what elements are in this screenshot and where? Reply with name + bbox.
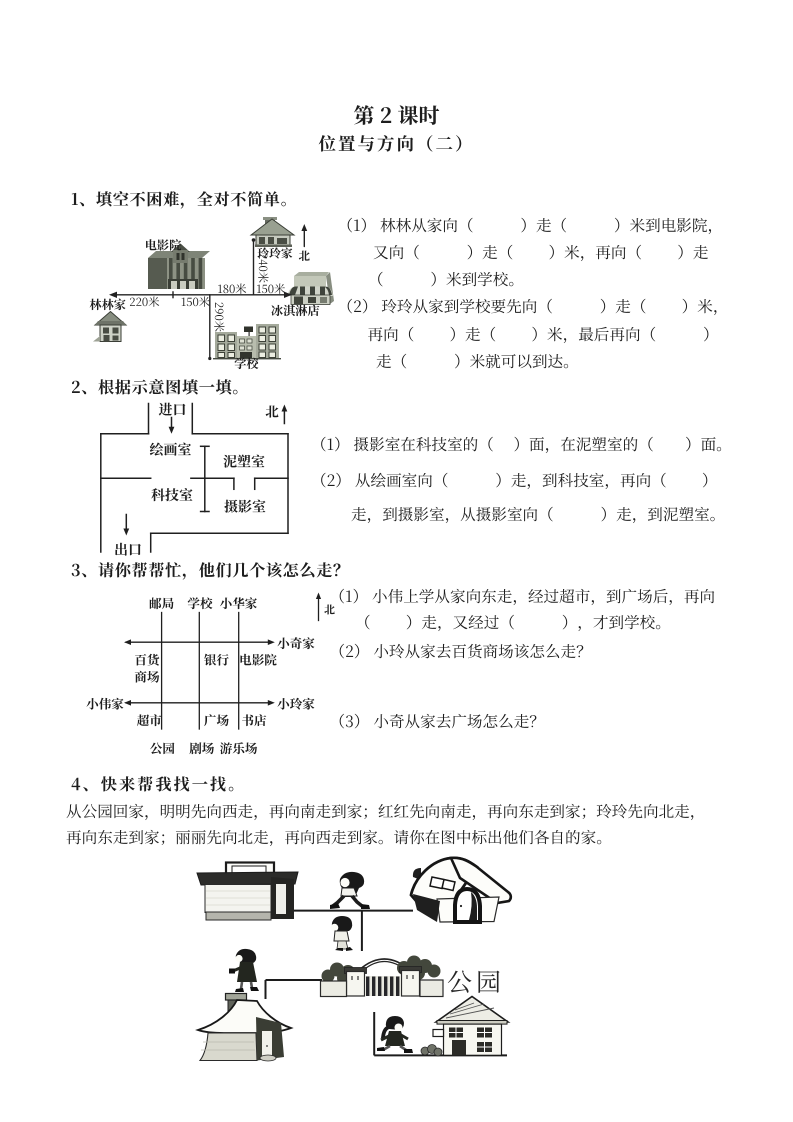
svg-text:邮局: 邮局 (149, 593, 175, 612)
svg-text:出口: 出口 (114, 540, 142, 560)
svg-text:小华家: 小华家 (220, 593, 258, 612)
svg-text:北: 北 (265, 401, 279, 421)
svg-text:150米: 150米 (181, 294, 210, 310)
svg-text:游乐场: 游乐场 (220, 738, 258, 757)
svg-text:科技室: 科技室 (151, 485, 193, 505)
svg-text:公园: 公园 (447, 963, 505, 999)
svg-text:泥塑室: 泥塑室 (223, 452, 265, 472)
svg-text:林林家: 林林家 (89, 296, 126, 313)
svg-text:摄影室: 摄影室 (224, 497, 266, 517)
svg-text:小伟家: 小伟家 (86, 694, 124, 713)
svg-text:220米: 220米 (129, 294, 159, 310)
svg-text:书店: 书店 (241, 710, 267, 729)
svg-text:玲玲家: 玲玲家 (257, 245, 293, 262)
svg-text:绘画室: 绘画室 (150, 440, 192, 460)
svg-text:北: 北 (324, 602, 335, 618)
svg-text:剧场: 剧场 (189, 738, 215, 757)
svg-text:冰淇淋店: 冰淇淋店 (271, 302, 320, 319)
svg-text:290米: 290米 (211, 302, 227, 332)
svg-text:180米: 180米 (217, 281, 246, 297)
svg-text:小玲家: 小玲家 (277, 694, 315, 713)
svg-text:北: 北 (298, 248, 310, 264)
svg-text:240米: 240米 (255, 253, 271, 283)
svg-text:广场: 广场 (204, 710, 230, 729)
svg-text:150米: 150米 (256, 281, 285, 297)
svg-text:电影院: 电影院 (239, 650, 277, 669)
svg-text:学校: 学校 (234, 355, 259, 372)
svg-text:百货: 百货 (134, 650, 162, 669)
svg-text:银行: 银行 (204, 650, 230, 669)
svg-text:公园: 公园 (150, 738, 176, 757)
svg-text:进口: 进口 (159, 400, 187, 420)
svg-text:小奇家: 小奇家 (277, 633, 315, 652)
svg-text:商场: 商场 (134, 667, 160, 686)
svg-text:超市: 超市 (137, 710, 163, 729)
svg-text:学校: 学校 (187, 593, 214, 612)
svg-text:电影院: 电影院 (145, 237, 182, 254)
